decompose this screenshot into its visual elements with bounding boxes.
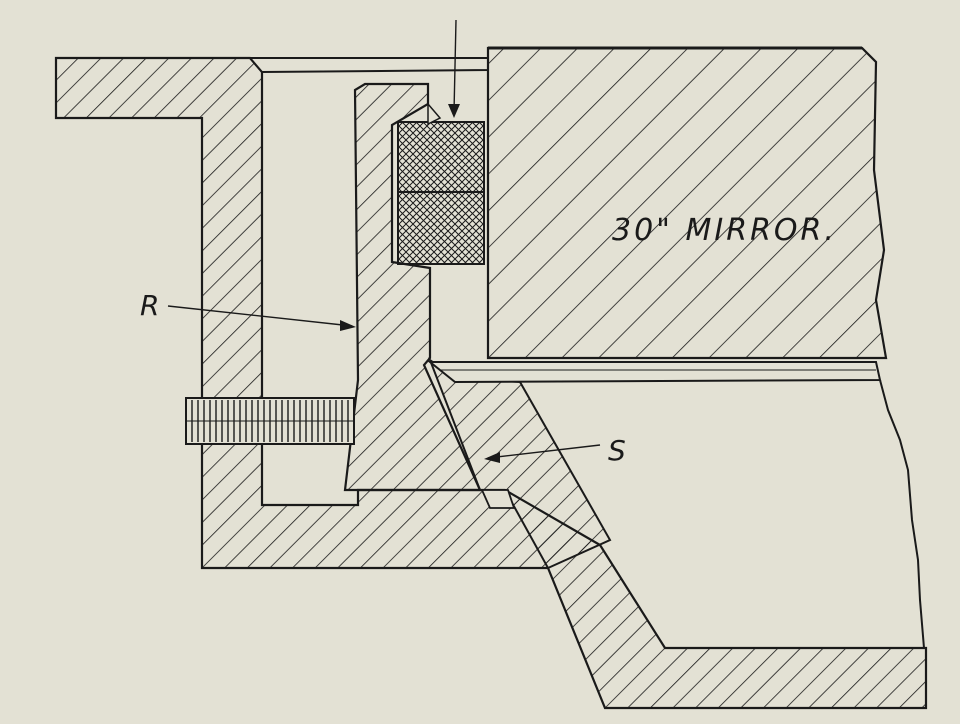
- cushion-notch: [427, 101, 442, 126]
- adjusting-screw: [185, 397, 355, 445]
- mirror-body: [486, 46, 888, 360]
- top-rim-plate: [247, 57, 489, 74]
- leader-s: [484, 444, 601, 463]
- mirror-label: 30" MIRROR.: [612, 213, 837, 248]
- leader-r: [167, 305, 356, 331]
- support-plate: [427, 361, 882, 384]
- cushion-block-upper: [397, 121, 485, 193]
- cell-break-line: [879, 379, 925, 649]
- label-r: R: [140, 289, 159, 322]
- reference-arrow: [448, 19, 460, 118]
- cushion-block-lower: [397, 191, 485, 265]
- wedge-pad: [480, 489, 516, 509]
- label-s: S: [608, 434, 626, 467]
